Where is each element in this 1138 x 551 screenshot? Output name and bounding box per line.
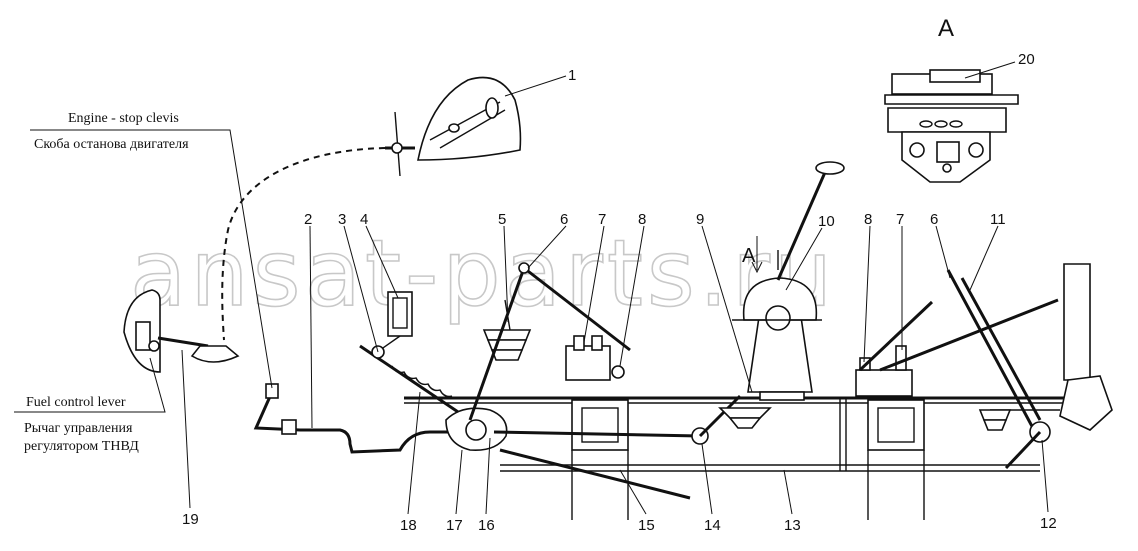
callout-10: 10 (818, 213, 835, 230)
cross-member-left (571, 399, 629, 520)
callout-20: 20 (1018, 51, 1035, 68)
stop-cable (221, 147, 386, 341)
callout-16: 16 (478, 517, 495, 534)
callout-15: 15 (638, 517, 655, 534)
callout-12: 12 (1040, 515, 1057, 532)
callout-9: 9 (696, 211, 704, 228)
fuel-lever-label-ru-1: Рычаг управления (24, 421, 133, 436)
view-a-title: A (938, 15, 954, 42)
callout-3: 3 (338, 211, 346, 228)
callout-5: 5 (498, 211, 506, 228)
callout-7: 7 (598, 211, 606, 228)
callout-6b: 6 (930, 211, 938, 228)
lever-6-left (468, 262, 631, 421)
cross-member-right (867, 399, 925, 520)
rod-15 (493, 394, 742, 500)
leader-lines (14, 129, 1049, 515)
callout-1: 1 (568, 67, 576, 84)
rod-2 (253, 383, 470, 454)
callout-6: 6 (560, 211, 568, 228)
callout-11: 11 (990, 211, 1006, 228)
callout-8: 8 (638, 211, 646, 228)
callout-4: 4 (360, 211, 368, 228)
pedal-assembly (385, 75, 567, 177)
watermark: ansat-parts.ru (130, 220, 836, 327)
engine-stop-label-ru: Скоба останова двигателя (34, 137, 189, 152)
view-a-bracket (884, 61, 1019, 183)
callout-14: 14 (704, 517, 721, 534)
callout-13: 13 (784, 517, 801, 534)
section-a-marker: A (742, 245, 756, 267)
spring-linkage (359, 291, 508, 452)
callout-2: 2 (304, 211, 312, 228)
fuel-lever-label-en: Fuel control lever (26, 395, 126, 410)
bracket-7-8-left (565, 335, 625, 381)
callout-19: 19 (182, 511, 199, 528)
fuel-control-lever (123, 289, 240, 509)
lever-11-12 (946, 263, 1113, 470)
callout-17: 17 (446, 517, 463, 534)
bellows-right (978, 409, 1012, 431)
bracket-7-8-right (855, 298, 1059, 397)
fuel-lever-label-ru-2: регулятором ТНВД (24, 439, 139, 454)
engine-stop-label-en: Engine - stop clevis (68, 111, 179, 126)
gear-shift-housing (718, 161, 845, 429)
callout-8b: 8 (864, 211, 872, 228)
callout-18: 18 (400, 517, 417, 534)
callout-7b: 7 (896, 211, 904, 228)
